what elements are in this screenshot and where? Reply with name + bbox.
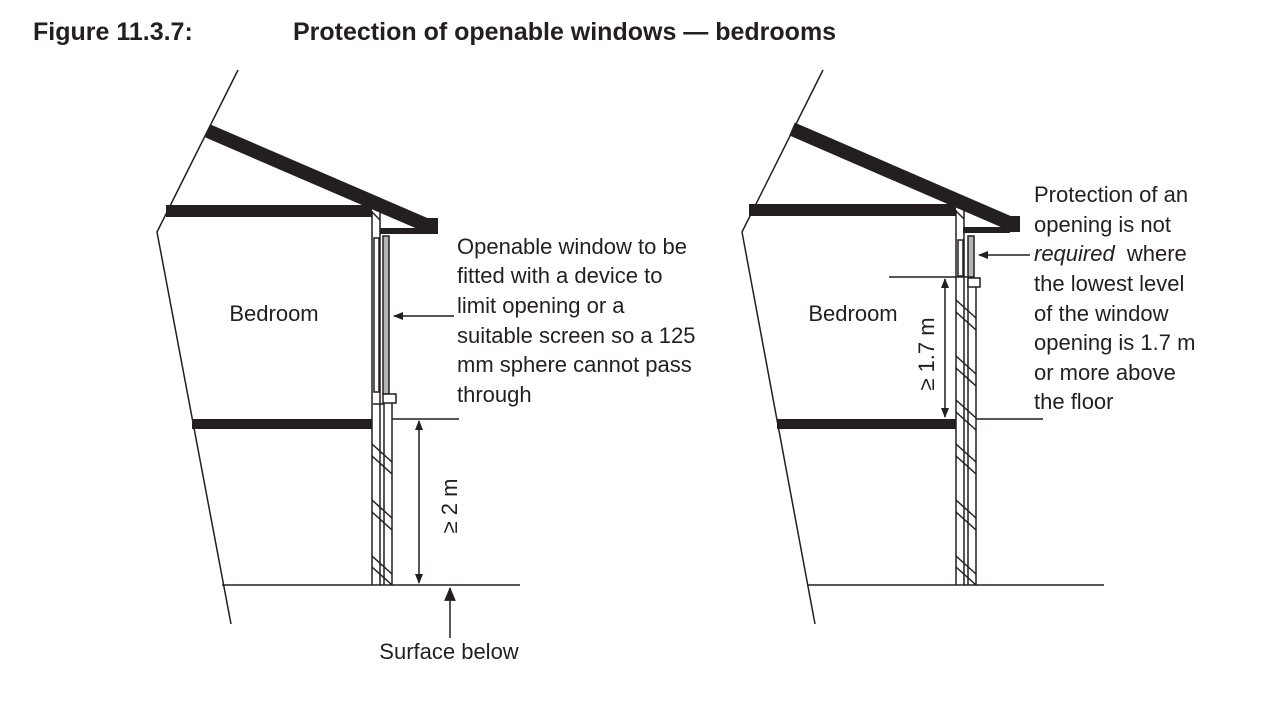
left-note-line: through (457, 382, 532, 407)
left-wall (371, 211, 393, 586)
right-note-italic: required (1034, 241, 1115, 266)
figure-title: Protection of openable windows — bedroom… (293, 18, 837, 46)
left-break-line (156, 69, 239, 625)
left-diagram: ≥ 2 m Surface below Bedroom Openable win… (156, 69, 702, 664)
right-note-line: the floor (1034, 389, 1114, 414)
right-dim-label: ≥ 1.7 m (914, 317, 939, 390)
left-window (373, 235, 397, 405)
right-roof-rafter (789, 122, 1019, 233)
left-surface-label: Surface below (379, 639, 519, 664)
right-wall (955, 210, 977, 586)
left-note-line: suitable screen so a 125 (457, 323, 696, 348)
right-diagram: ≥ 1.7 m Bedroom Protection of an opening… (741, 69, 1202, 625)
figure-number: Figure 11.3.7: (33, 18, 193, 46)
left-note-line: Openable window to be (457, 234, 687, 259)
left-dim-label: ≥ 2 m (437, 479, 462, 534)
right-note-line: opening is not (1034, 212, 1171, 237)
right-note-line: or more above (1034, 360, 1176, 385)
left-note: Openable window to be fitted with a devi… (457, 234, 702, 407)
right-room-label: Bedroom (808, 301, 897, 326)
right-note-line: the lowest level (1034, 271, 1184, 296)
left-room-label: Bedroom (229, 301, 318, 326)
right-note-line: of the window (1034, 301, 1169, 326)
left-note-line: mm sphere cannot pass (457, 352, 692, 377)
right-note-line: Protection of an (1034, 182, 1188, 207)
left-roof-rafter (205, 124, 436, 235)
right-note-line: where (1126, 241, 1187, 266)
left-note-line: limit opening or a (457, 293, 625, 318)
right-break-line (741, 69, 824, 625)
left-fascia (424, 218, 438, 234)
right-window (957, 235, 981, 288)
right-note: Protection of an opening is not required… (1034, 182, 1202, 414)
right-note-line: opening is 1.7 m (1034, 330, 1195, 355)
left-note-line: fitted with a device to (457, 263, 662, 288)
